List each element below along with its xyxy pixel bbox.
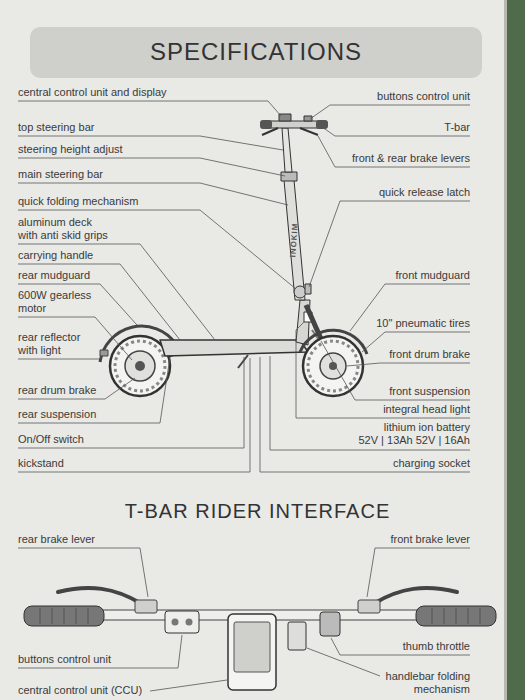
leader-line	[18, 101, 281, 116]
button	[172, 619, 179, 626]
folding-mechanism	[288, 622, 306, 650]
t-bar	[266, 121, 322, 128]
button	[186, 619, 193, 626]
part-label: quick folding mechanism	[18, 195, 138, 208]
part-label: handlebar folding mechanism	[375, 670, 470, 696]
lever-mount	[358, 600, 380, 613]
leader-lines	[18, 101, 470, 472]
rear-brake-lever	[58, 588, 140, 603]
leader-line	[310, 105, 470, 119]
leader-line	[347, 363, 470, 366]
leader-line	[18, 244, 215, 340]
grip	[260, 120, 272, 129]
part-label: front brake lever	[391, 533, 470, 546]
ccu-screen	[234, 622, 270, 672]
part-label: charging socket	[393, 457, 470, 470]
part-label: rear reflector with light	[18, 331, 93, 357]
part-label: thumb throttle	[403, 640, 470, 653]
leader-line	[307, 648, 380, 676]
section-heading: T-BAR RIDER INTERFACE	[4, 498, 511, 524]
part-label: central control unit (CCU)	[18, 684, 142, 697]
leader-line	[18, 357, 244, 448]
leader-line	[331, 638, 470, 655]
part-label: rear suspension	[18, 408, 96, 421]
part-label: steering height adjust	[18, 143, 123, 156]
brake-lever	[300, 128, 318, 135]
part-label: On/Off switch	[18, 433, 84, 446]
folding-mechanism	[294, 286, 306, 298]
lever-mount	[135, 600, 157, 613]
leader-line	[260, 357, 470, 472]
scooter-drawing	[100, 114, 367, 396]
paper-edge	[504, 0, 507, 700]
part-label: front drum brake	[389, 348, 470, 361]
axle	[135, 361, 145, 371]
part-label: quick release latch	[379, 186, 470, 199]
part-label: T-bar	[444, 121, 470, 134]
front-tire	[303, 336, 363, 396]
brand-mark: INOKIM	[288, 222, 299, 257]
leader-line	[309, 201, 470, 287]
leader-line	[18, 317, 132, 360]
part-label: rear mudguard	[18, 269, 90, 282]
rear-motor-hub	[125, 351, 155, 381]
kickstand	[238, 355, 248, 368]
leader-line	[350, 284, 470, 331]
table-edge	[507, 0, 525, 700]
leader-line	[367, 548, 470, 597]
part-label: buttons control unit	[377, 90, 470, 103]
grip	[316, 120, 328, 129]
leader-line	[18, 358, 250, 472]
front-brake-lever	[375, 588, 457, 603]
page-title: SPECIFICATIONS	[30, 36, 482, 68]
title-band	[30, 27, 482, 78]
part-label: 10" pneumatic tires	[376, 317, 470, 330]
leader-line	[18, 378, 135, 399]
part-label: 52V | 13Ah 52V | 16Ah	[358, 434, 470, 447]
leader-line	[18, 284, 137, 325]
display	[279, 114, 291, 121]
leader-line	[18, 357, 170, 423]
part-label: kickstand	[18, 457, 64, 470]
part-label: front & rear brake levers	[352, 152, 470, 165]
leader-line	[296, 322, 470, 418]
leader-line	[18, 357, 102, 359]
part-label: lithium ion battery	[384, 421, 470, 434]
brake-lever	[262, 128, 278, 135]
release-latch	[305, 284, 311, 294]
leader-line	[150, 680, 227, 691]
part-label: main steering bar	[18, 168, 103, 181]
leader-line	[321, 341, 470, 400]
part-label: 600W gearless motor	[18, 289, 98, 315]
part-label: top steering bar	[18, 121, 94, 134]
part-label: rear drum brake	[18, 384, 96, 397]
leader-line	[18, 635, 182, 668]
part-label: aluminum deck with anti skid grips	[18, 216, 111, 242]
rear-reflector	[100, 350, 108, 356]
top-steering-bar	[282, 128, 292, 172]
front-drum-brake	[320, 353, 346, 379]
part-label: rear brake lever	[18, 533, 95, 546]
leader-line	[18, 264, 180, 340]
leader-line	[270, 356, 470, 450]
part-label: central control unit and display	[18, 86, 167, 99]
thumb-throttle	[320, 612, 340, 636]
leader-line	[318, 136, 470, 167]
part-label: buttons control unit	[18, 653, 111, 666]
part-label: integral head light	[383, 403, 470, 416]
buttons-unit	[165, 611, 199, 633]
height-collar	[281, 172, 297, 181]
part-label: front mudguard	[395, 269, 470, 282]
leader-line	[18, 210, 296, 289]
leader-lines	[18, 548, 470, 691]
deck	[160, 340, 308, 356]
part-label: front suspension	[389, 385, 470, 398]
leader-line	[18, 548, 148, 597]
ccu-display	[228, 614, 276, 690]
part-label: carrying handle	[18, 249, 93, 262]
